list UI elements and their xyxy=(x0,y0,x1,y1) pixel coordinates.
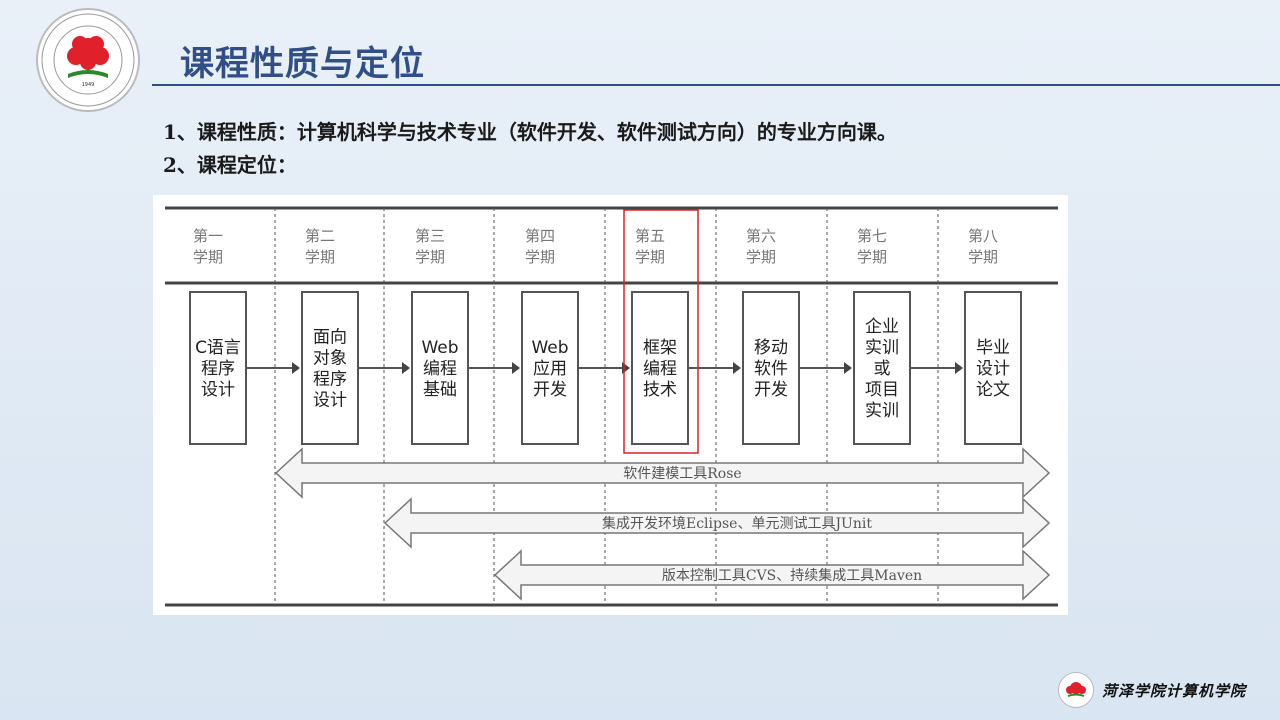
semester-label: 学期 xyxy=(968,248,998,266)
course-name: 设计 xyxy=(976,359,1010,379)
semester-label: 学期 xyxy=(415,248,445,266)
course-name: Web xyxy=(421,338,458,358)
footer-logo xyxy=(1058,672,1094,708)
university-logo: 1949 xyxy=(36,8,140,112)
course-box xyxy=(853,291,911,445)
course-box xyxy=(631,291,689,445)
footer: 菏泽学院计算机学院 xyxy=(1058,672,1246,708)
course-roadmap-diagram: 软件建模工具Rose 集成开发环境Eclipse、单元测试工具JUnit 版本控制工… xyxy=(153,195,1068,615)
double-arrow-tool-3 xyxy=(493,549,1051,601)
course-name: 开发 xyxy=(754,380,788,400)
course-name: 设计 xyxy=(201,380,235,400)
title-divider xyxy=(152,84,1280,86)
course-name: 软件 xyxy=(754,359,788,379)
double-arrow-tool-1 xyxy=(274,447,1051,499)
course-name: 移动 xyxy=(754,338,788,358)
course-nature-text: 1、课程性质：计算机科学与技术专业（软件开发、软件测试方向）的专业方向课。 xyxy=(163,120,897,144)
semester-label: 学期 xyxy=(305,248,335,266)
course-name: C语言 xyxy=(195,338,241,358)
semester-label: 第一 xyxy=(193,227,223,245)
arrow-head-icon xyxy=(844,362,852,374)
semester-label: 学期 xyxy=(525,248,555,266)
semester-label: 第二 xyxy=(305,227,335,245)
semester-label: 第五 xyxy=(635,227,665,245)
arrow-head-icon xyxy=(622,362,630,374)
course-name: 实训 xyxy=(865,401,899,421)
course-name: 编程 xyxy=(643,359,677,379)
svg-text:1949: 1949 xyxy=(82,82,95,88)
course-name: 项目 xyxy=(865,380,899,400)
semester-label: 第六 xyxy=(746,227,776,245)
arrow-head-icon xyxy=(733,362,741,374)
arrow-head-icon xyxy=(512,362,520,374)
tool-label: 版本控制工具CVS、持续集成工具Maven xyxy=(662,567,922,584)
semester-label: 第八 xyxy=(968,227,998,245)
course-box xyxy=(411,291,469,445)
course-name: 企业 xyxy=(865,317,899,337)
course-name: 应用 xyxy=(533,359,567,379)
arrow-head-icon xyxy=(402,362,410,374)
course-name: 开发 xyxy=(533,380,567,400)
course-box xyxy=(189,291,247,445)
semester-label: 学期 xyxy=(635,248,665,266)
tool-label: 软件建模工具Rose xyxy=(623,466,741,482)
footer-text: 菏泽学院计算机学院 xyxy=(1102,681,1247,700)
course-name: 基础 xyxy=(423,380,457,400)
course-name: 程序 xyxy=(201,359,235,379)
semester-label: 第四 xyxy=(525,227,555,245)
semester-label: 学期 xyxy=(193,248,223,266)
course-name: 程序 xyxy=(313,370,347,390)
tool-label: 集成开发环境Eclipse、单元测试工具JUnit xyxy=(602,515,872,532)
course-name: 编程 xyxy=(423,359,457,379)
semester-label: 学期 xyxy=(857,248,887,266)
course-name: 框架 xyxy=(643,338,677,358)
course-name: 毕业 xyxy=(976,338,1010,358)
course-position-text: 2、课程定位： xyxy=(163,153,297,177)
highlight-current-course xyxy=(623,209,699,454)
course-name: 对象 xyxy=(313,349,347,369)
semester-label: 第三 xyxy=(415,227,445,245)
double-arrow-tool-2 xyxy=(383,497,1051,549)
course-box xyxy=(742,291,800,445)
arrow-head-icon xyxy=(292,362,300,374)
course-name: 实训 xyxy=(865,338,899,358)
course-name: 技术 xyxy=(643,380,677,400)
course-name: Web xyxy=(531,338,568,358)
course-box xyxy=(964,291,1022,445)
page-title: 课程性质与定位 xyxy=(180,44,425,84)
course-name: 设计 xyxy=(313,391,347,411)
course-name: 或 xyxy=(874,359,891,379)
arrow-head-icon xyxy=(955,362,963,374)
course-box xyxy=(521,291,579,445)
course-name: 论文 xyxy=(976,380,1010,400)
semester-label: 第七 xyxy=(857,227,887,245)
course-name: 面向 xyxy=(313,328,347,348)
semester-label: 学期 xyxy=(746,248,776,266)
